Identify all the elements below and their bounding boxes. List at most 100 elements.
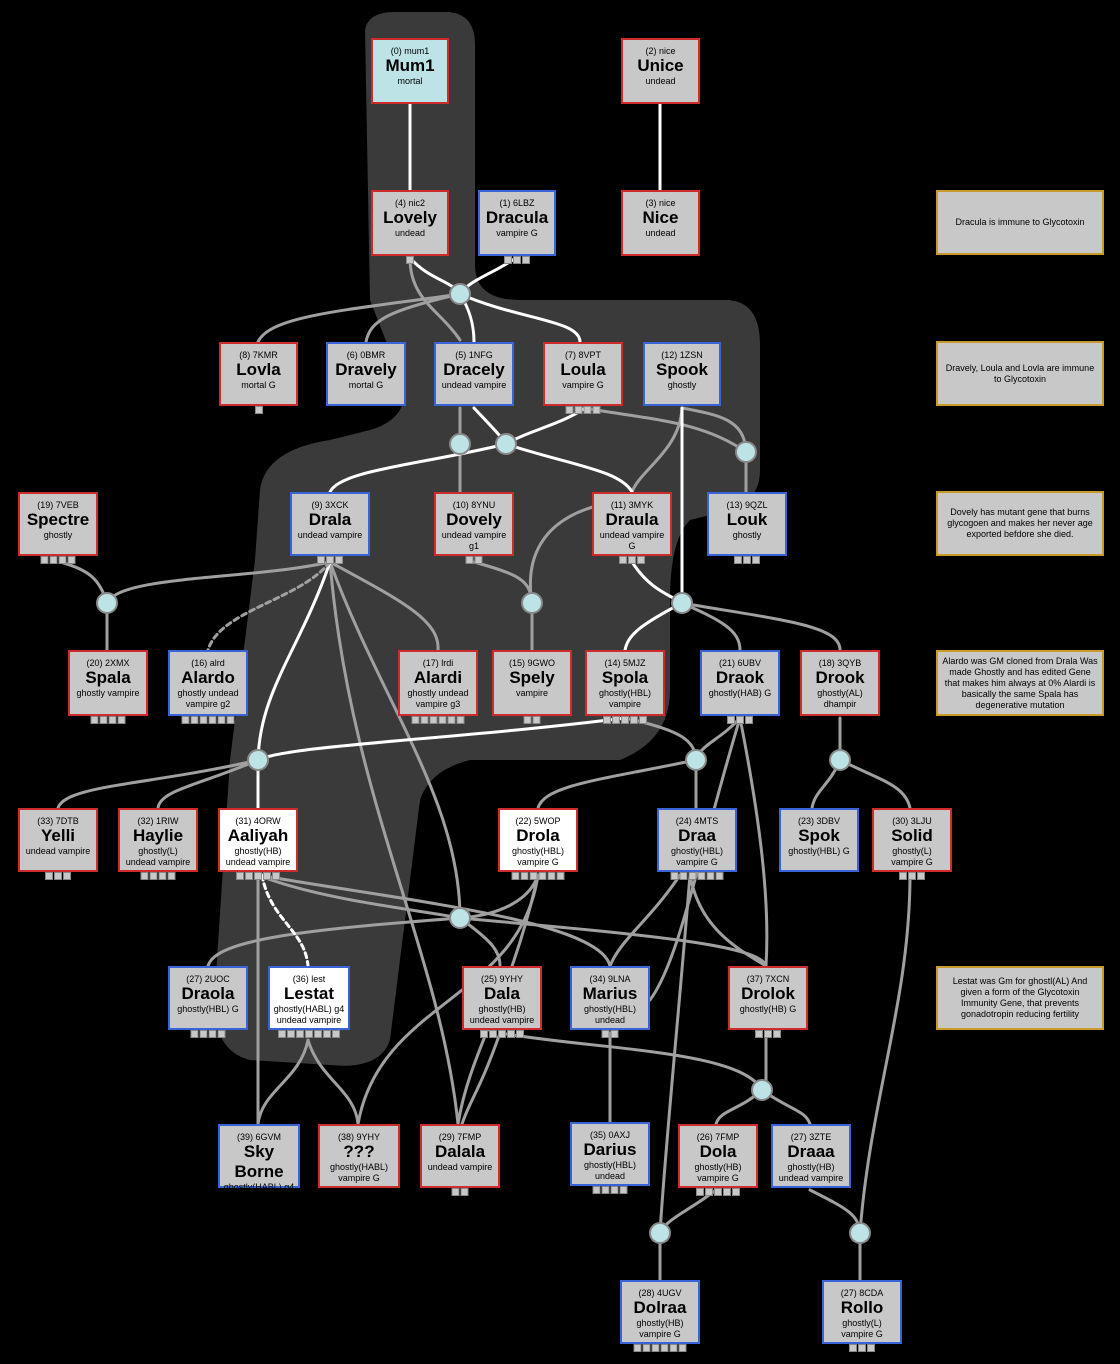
node-ports	[592, 1186, 628, 1194]
node-type: mortal G	[241, 380, 276, 390]
node-ports	[45, 872, 71, 880]
node-ports	[278, 1030, 340, 1038]
node-tag: (0) mum1	[390, 46, 430, 56]
edge-j2b-to-drala	[328, 442, 508, 494]
node-draok[interactable]: (21) 6UBV Draok ghostly(HAB) G	[700, 650, 780, 724]
node-38[interactable]: (38) 9YHY ??? ghostly(HABL) vampire G	[318, 1124, 400, 1188]
edge-j9-to-draola	[206, 916, 462, 968]
node-dravely[interactable]: (6) 0BMR Dravely mortal G	[326, 342, 406, 406]
junction-node	[649, 1222, 671, 1244]
node-tag: (13) 9QZL	[726, 500, 768, 510]
node-dolraa[interactable]: (28) 4UGV Dolraa ghostly(HB) vampire G	[620, 1280, 700, 1352]
node-alardo[interactable]: (16) alrd Alardo ghostly undead vampire …	[168, 650, 248, 724]
junction-node	[495, 433, 517, 455]
node-aaliyah[interactable]: (31) 4ORW Aaliyah ghostly(HB) undead vam…	[218, 808, 298, 880]
node-type: undead vampire	[297, 530, 363, 540]
node-name: Drola	[516, 826, 560, 845]
node-haylie[interactable]: (32) 1RIW Haylie ghostly(L) undead vampi…	[118, 808, 198, 880]
node-spola[interactable]: (14) 5MJZ Spola ghostly(HBL) vampire	[585, 650, 665, 724]
node-mum1[interactable]: (0) mum1 Mum1 mortal	[371, 38, 449, 104]
node-ports	[696, 1188, 740, 1196]
node-name: Dracely	[443, 360, 505, 379]
node-name: Lovla	[236, 360, 281, 379]
node-dovely[interactable]: (10) 8YNU Dovely undead vampire g1	[434, 492, 514, 564]
node-ports	[565, 406, 601, 414]
node-ports	[190, 1030, 226, 1038]
edge-solid-to-j12	[858, 873, 912, 1235]
node-spely[interactable]: (15) 9GWO Spely vampire	[492, 650, 572, 724]
node-sky-borne[interactable]: (39) 6GVM Sky Borne ghostly(HABL) g4 und…	[218, 1124, 300, 1203]
edge-drala-to-j3	[105, 560, 332, 605]
node-type: ghostly undead vampire g2	[177, 688, 239, 709]
node-name: Dala	[484, 984, 520, 1003]
node-tag: (27) 2UOC	[186, 974, 230, 984]
node-drook[interactable]: (18) 3QYB Drook ghostly(AL) dhampir	[800, 650, 880, 716]
node-name: Spook	[656, 360, 708, 379]
node-rollo[interactable]: (27) 8CDA Rollo ghostly(L) vampire G	[822, 1280, 902, 1352]
edge-junction-to-lovla	[256, 292, 462, 344]
node-name: Dalala	[434, 1142, 486, 1161]
node-type: undead	[645, 76, 676, 86]
node-spala[interactable]: (20) 2XMX Spala ghostly vampire	[68, 650, 148, 724]
edge-aaliyah-to-marius	[256, 873, 612, 968]
node-name: Solid	[891, 826, 933, 845]
node-solid[interactable]: (30) 3LJU Solid ghostly(L) vampire G	[872, 808, 952, 880]
node-spectre[interactable]: (19) 7VEB Spectre ghostly	[18, 492, 98, 564]
node-louk[interactable]: (13) 9QZL Louk ghostly	[707, 492, 787, 564]
edge-aaliyah-clone-lestat	[260, 873, 310, 968]
node-lovla[interactable]: (8) 7KMR Lovla mortal G	[219, 342, 298, 414]
junction-node	[829, 749, 851, 771]
node-nice[interactable]: (3) nice Nice undead	[621, 190, 700, 256]
junction-node	[449, 907, 471, 929]
node-dracula[interactable]: (1) 6LBZ Dracula vampire G	[478, 190, 556, 264]
edge-j5-to-draok	[680, 601, 742, 652]
node-type: undead vampire	[25, 846, 91, 856]
node-ports	[670, 872, 724, 880]
node-yelli[interactable]: (33) 7DTB Yelli undead vampire	[18, 808, 98, 880]
node-ports	[140, 872, 176, 880]
node-type: ghostly	[667, 380, 697, 390]
node-drala[interactable]: (9) 3XCK Drala undead vampire	[290, 492, 370, 564]
node-name: Nice	[642, 208, 679, 227]
junction-node	[247, 749, 269, 771]
node-draaa[interactable]: (27) 3ZTE Draaa ghostly(HB) undead vampi…	[771, 1124, 851, 1188]
note-dracula-immune: Dracula is immune to Glycotoxin	[936, 190, 1104, 255]
clone-edges	[206, 560, 332, 968]
node-name: Spala	[85, 668, 131, 687]
junction-node	[449, 283, 471, 305]
edge-j5-to-spola	[623, 601, 684, 652]
node-darius[interactable]: (35) 0AXJ Darius ghostly(HBL) undead	[570, 1122, 650, 1194]
node-type: ghostly(L) undead vampire	[125, 846, 191, 867]
node-tag: (20) 2XMX	[86, 658, 130, 668]
node-draola[interactable]: (27) 2UOC Draola ghostly(HBL) G	[168, 966, 248, 1038]
node-tag: (11) 3MYK	[610, 500, 654, 510]
node-marius[interactable]: (34) 9LNA Marius ghostly(HBL) undead	[570, 966, 650, 1038]
node-type: ghostly(HB) vampire G	[694, 1162, 742, 1183]
node-type: ghostly(HBL) G	[788, 846, 850, 856]
node-draula[interactable]: (11) 3MYK Draula undead vampire G	[592, 492, 672, 564]
node-tag: (7) 8VPT	[564, 350, 601, 360]
node-drola[interactable]: (22) 5WOP Drola ghostly(HBL) vampire G	[498, 808, 578, 880]
edge-j1-to-loula	[458, 292, 582, 344]
junction-node	[685, 749, 707, 771]
node-dala[interactable]: (25) 9YHY Dala ghostly(HB) undead vampir…	[462, 966, 542, 1038]
node-spook[interactable]: (12) 1ZSN Spook ghostly	[643, 342, 721, 406]
node-draa[interactable]: (24) 4MTS Draa ghostly(HBL) vampire G	[657, 808, 737, 880]
node-name: Haylie	[132, 826, 184, 845]
node-dalala[interactable]: (29) 7FMP Dalala undead vampire	[420, 1124, 500, 1196]
node-lovely[interactable]: (4) nic2 Lovely undead	[371, 190, 449, 264]
node-dracely[interactable]: (5) 1NFG Dracely undead vampire	[434, 342, 514, 406]
node-type: undead vampire	[427, 1162, 493, 1172]
node-alardi[interactable]: (17) lrdi Alardi ghostly undead vampire …	[398, 650, 478, 724]
node-unice[interactable]: (2) nice Unice undead	[621, 38, 700, 104]
node-dola[interactable]: (26) 7FMP Dola ghostly(HB) vampire G	[678, 1124, 758, 1196]
node-spok[interactable]: (23) 3DBV Spok ghostly(HBL) G	[779, 808, 859, 872]
node-loula[interactable]: (7) 8VPT Loula vampire G	[543, 342, 623, 414]
node-drolok[interactable]: (37) 7XCN Drolok ghostly(HB) G	[728, 966, 808, 1038]
node-tag: (5) 1NFG	[455, 350, 493, 360]
node-tag: (14) 5MJZ	[604, 658, 646, 668]
node-name: Sky Borne	[234, 1142, 284, 1181]
edge-drala-to-dalala	[328, 560, 460, 1126]
junction-node	[735, 441, 757, 463]
node-lestat[interactable]: (36) lest Lestat ghostly(HABL) g4 undead…	[268, 966, 350, 1038]
